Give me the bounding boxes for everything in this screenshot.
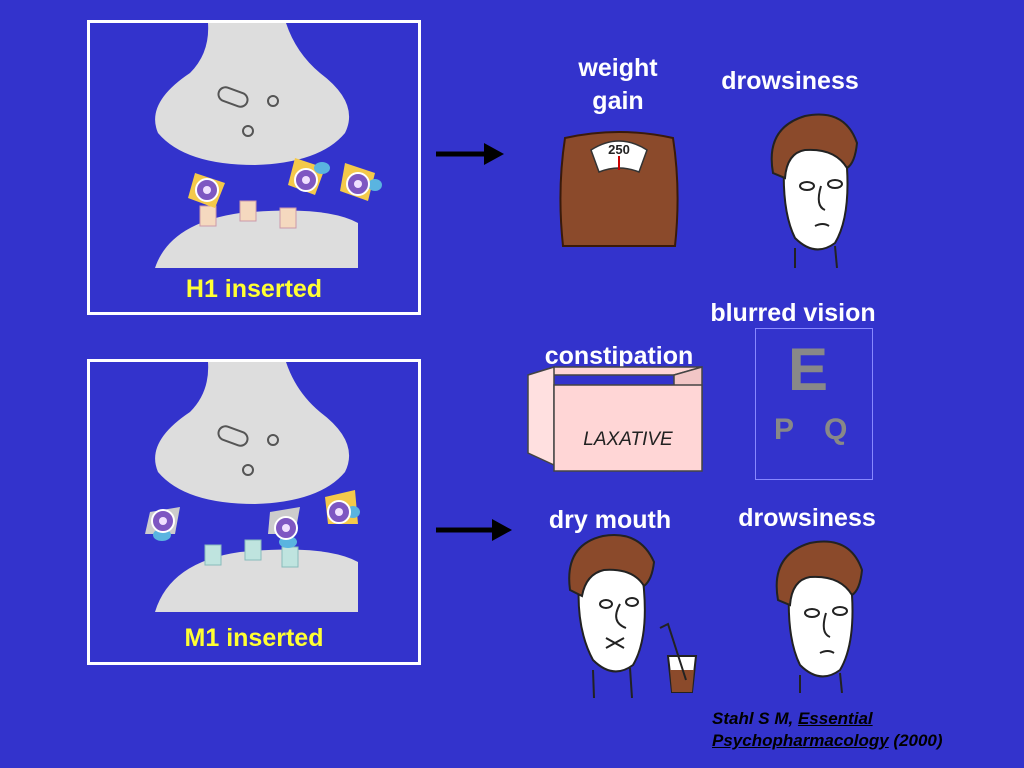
weight-gain-label: weight gain xyxy=(578,54,658,115)
drowsiness-bottom-label: drowsiness xyxy=(738,504,876,532)
dry-mouth-face-icon xyxy=(568,534,698,698)
scale-reading: 250 xyxy=(608,142,630,157)
citation: Stahl S M, Essential Psychopharmacology … xyxy=(712,708,943,752)
h1-panel-label: H1 inserted xyxy=(185,275,323,303)
drowsy-face-icon xyxy=(775,540,864,693)
citation-book-part2: Psychopharmacology xyxy=(712,731,889,750)
citation-book-part1: Essential xyxy=(797,709,873,728)
eye-chart: E P Q xyxy=(755,328,873,480)
laxative-box-label: LAXATIVE xyxy=(583,429,673,450)
m1-synapse-illustration xyxy=(145,362,360,612)
arrow-right-icon xyxy=(436,143,504,165)
arrow-right-icon xyxy=(436,519,512,541)
h1-panel: H1 inserted xyxy=(87,20,421,315)
h1-synapse-illustration xyxy=(155,23,382,268)
citation-author: Stahl S M, xyxy=(712,709,794,728)
citation-year: (2000) xyxy=(893,731,943,750)
blurred-vision-label: blurred vision xyxy=(710,299,876,327)
drug-molecule-icon xyxy=(288,158,330,195)
drug-molecule-icon xyxy=(145,507,180,541)
m1-panel: M1 inserted xyxy=(87,359,421,665)
drug-molecule-icon xyxy=(268,507,300,548)
scale-icon: 250 xyxy=(559,131,679,247)
eye-chart-letter: P xyxy=(774,413,795,446)
drowsiness-top-label: drowsiness xyxy=(721,67,859,95)
drug-molecule-icon xyxy=(188,173,225,208)
dry-mouth-label: dry mouth xyxy=(548,506,672,534)
drug-molecule-icon xyxy=(325,490,360,524)
m1-panel-label: M1 inserted xyxy=(184,624,324,652)
laxative-box-icon: LAXATIVE xyxy=(527,365,703,472)
eye-chart-letter: E xyxy=(788,336,829,403)
drug-molecule-icon xyxy=(340,163,382,201)
drowsy-face-icon xyxy=(770,113,859,268)
vesicle-icon xyxy=(217,425,279,476)
eye-chart-letter: Q xyxy=(824,413,848,446)
vesicle-icon xyxy=(217,86,279,137)
constipation-label: constipation xyxy=(544,342,694,370)
